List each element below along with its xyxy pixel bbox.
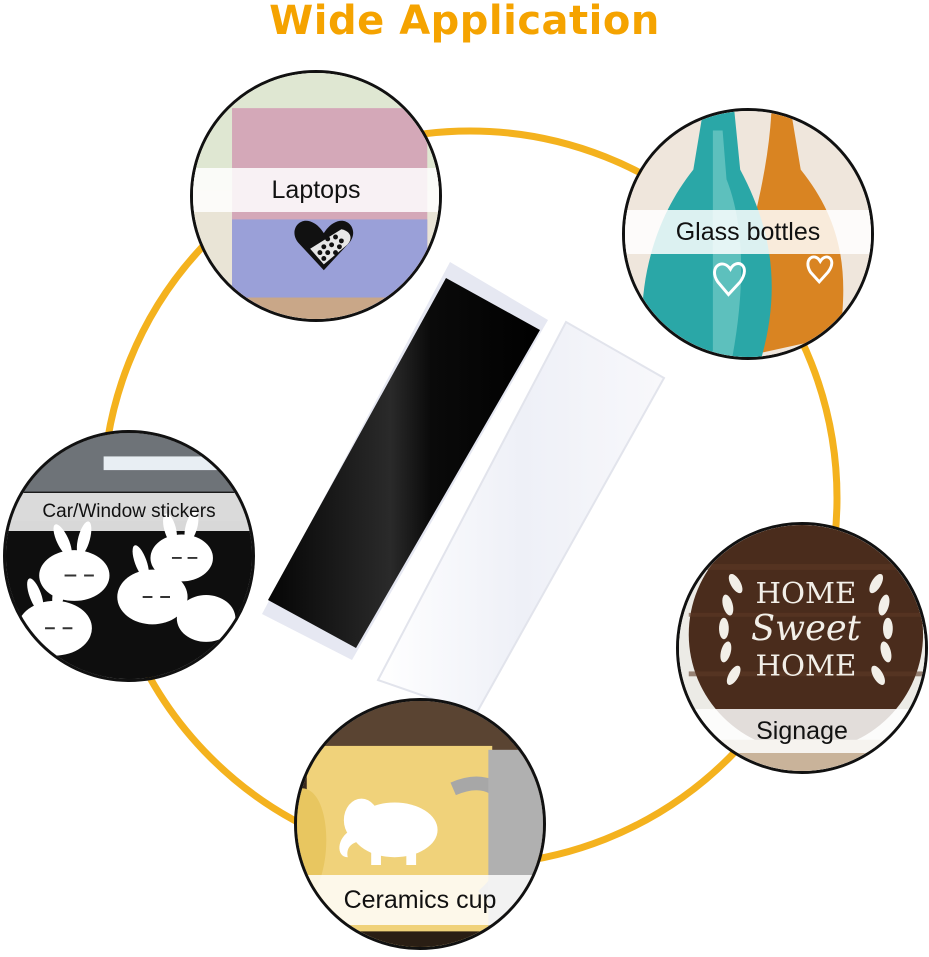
ceramics-cup-circle: Ceramics cup [294, 698, 546, 950]
car-window-stickers-circle: Car/Window stickers [3, 430, 255, 682]
glass-bottles-label: Glass bottles [625, 210, 871, 254]
signage-circle: HOME Sweet HOME Signage [676, 522, 928, 774]
heart-decal-icon [294, 220, 354, 271]
bunny-sticker-icon [17, 511, 236, 656]
black-vinyl-roll [262, 262, 548, 660]
heart-doodle-icon [713, 255, 834, 297]
car-window-stickers-label: Car/Window stickers [6, 493, 252, 531]
laurel-icon [719, 573, 893, 685]
elephant-icon [339, 798, 438, 865]
laptops-circle: Laptops [190, 70, 442, 322]
sign-line-1: HOME [755, 576, 856, 610]
laptop-scene [193, 73, 439, 319]
glass-bottles-circle: Glass bottles [622, 108, 874, 360]
car-scene [6, 433, 252, 679]
sign-line-2: Sweet [751, 608, 862, 649]
sign-line-3: HOME [755, 648, 856, 682]
laptops-label: Laptops [193, 168, 439, 212]
page-title: Wide Application [269, 0, 660, 44]
ceramics-cup-label: Ceramics cup [297, 875, 543, 925]
signage-label: Signage [679, 709, 925, 753]
